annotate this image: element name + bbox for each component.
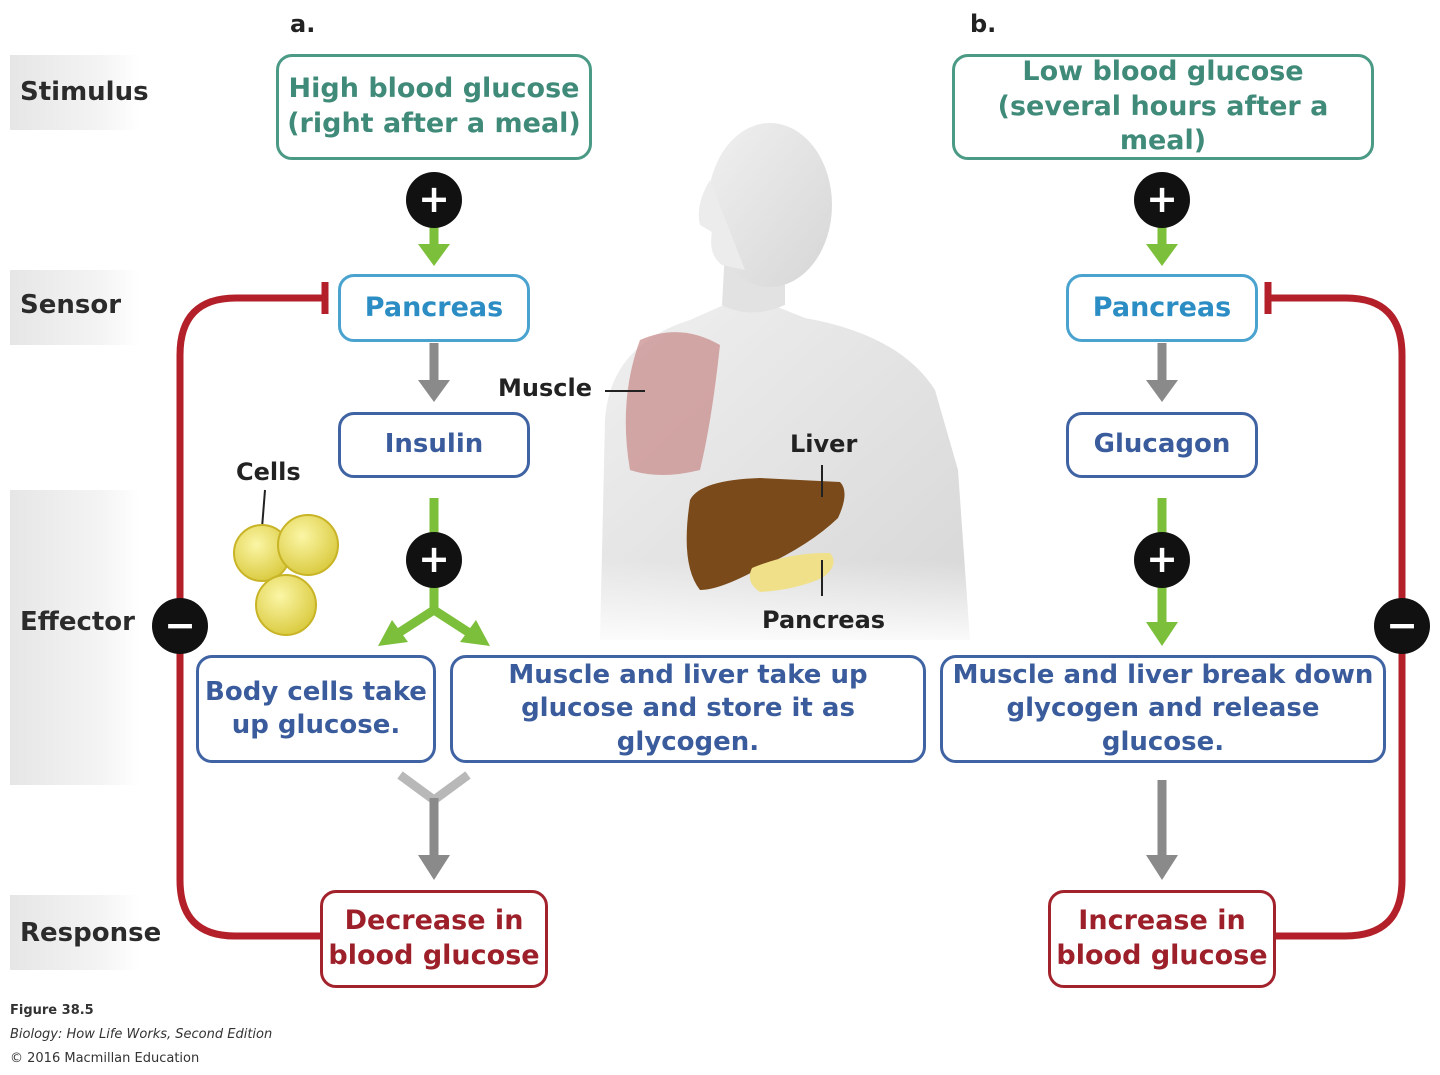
left-stimulus-plus-sign: + bbox=[406, 172, 462, 228]
cell-2 bbox=[277, 514, 339, 576]
left-sensor-text: Pancreas bbox=[364, 291, 504, 323]
response-band bbox=[10, 895, 140, 970]
right-sensor-arrow-head bbox=[1146, 380, 1178, 402]
left-sensor-box: Pancreas bbox=[338, 274, 530, 342]
right-feedback-minus-sign: − bbox=[1374, 598, 1430, 654]
right-effector-box: Muscle and liver break down glycogen and… bbox=[940, 655, 1386, 763]
stimulus-band bbox=[10, 55, 140, 130]
cells-leader bbox=[261, 489, 266, 529]
row-label-stimulus: Stimulus bbox=[20, 77, 149, 107]
human-face bbox=[698, 180, 745, 270]
right-hormone-text: Glucagon bbox=[1093, 429, 1231, 460]
left-merge-arms bbox=[397, 771, 471, 804]
figure-number: Figure 38.5 bbox=[10, 1003, 94, 1018]
left-fork-arms bbox=[397, 606, 471, 636]
left-sensor-arrow-head bbox=[418, 380, 450, 402]
muscle-label: Muscle bbox=[498, 374, 592, 402]
left-feedback-minus-sign: − bbox=[152, 598, 208, 654]
pancreas-label: Pancreas bbox=[762, 606, 886, 634]
panel-a-label: a. bbox=[290, 10, 316, 38]
right-hormone-arrow-head bbox=[1146, 622, 1178, 646]
panel-b-label: b. bbox=[970, 10, 997, 38]
left-fork-head-left bbox=[378, 620, 408, 646]
right-response-text: Increase in blood glucose bbox=[1056, 905, 1268, 971]
human-head bbox=[708, 123, 832, 287]
right-effector-arrow-head bbox=[1146, 855, 1178, 880]
muscle-shoulder bbox=[625, 332, 720, 475]
effector-band bbox=[10, 490, 140, 785]
left-hormone-text: Insulin bbox=[384, 429, 484, 460]
left-hormone-box: Insulin bbox=[338, 412, 530, 478]
left-fork-head-right bbox=[460, 620, 490, 646]
right-sensor-box: Pancreas bbox=[1066, 274, 1258, 342]
human-figure bbox=[590, 123, 980, 650]
right-stimulus-text: Low blood glucose (several hours after a… bbox=[997, 56, 1329, 157]
left-effector-muscle-liver-text: Muscle and liver take up glucose and sto… bbox=[508, 660, 868, 757]
liver-label: Liver bbox=[790, 430, 858, 458]
row-label-response: Response bbox=[20, 918, 162, 948]
cells-label: Cells bbox=[236, 458, 301, 486]
row-label-effector: Effector bbox=[20, 607, 135, 637]
sensor-band bbox=[10, 270, 140, 345]
left-stimulus-text: High blood glucose (right after a meal) bbox=[287, 73, 581, 139]
cells-cluster bbox=[233, 514, 339, 636]
left-effector-cells-box: Body cells take up glucose. bbox=[196, 655, 436, 763]
right-stimulus-box: Low blood glucose (several hours after a… bbox=[952, 54, 1374, 160]
book-credit: Biology: How Life Works, Second Edition bbox=[10, 1027, 273, 1042]
left-effector-muscle-liver-box: Muscle and liver take up glucose and sto… bbox=[450, 655, 926, 763]
right-hormone-box: Glucagon bbox=[1066, 412, 1258, 478]
left-effector-cells-text: Body cells take up glucose. bbox=[205, 676, 427, 740]
right-response-box: Increase in blood glucose bbox=[1048, 890, 1276, 988]
liver-organ bbox=[686, 478, 845, 590]
left-stimulus-box: High blood glucose (right after a meal) bbox=[276, 54, 592, 160]
left-merge-head bbox=[418, 855, 450, 880]
left-response-text: Decrease in blood glucose bbox=[328, 905, 540, 971]
cell-3 bbox=[255, 574, 317, 636]
right-stimulus-plus-sign: + bbox=[1134, 172, 1190, 228]
left-stim-arrow-head bbox=[418, 244, 450, 266]
left-hormone-plus-sign: + bbox=[406, 532, 462, 588]
right-hormone-plus-sign: + bbox=[1134, 532, 1190, 588]
copyright-credit: © 2016 Macmillan Education bbox=[10, 1051, 200, 1066]
right-stim-arrow-head bbox=[1146, 244, 1178, 266]
left-response-box: Decrease in blood glucose bbox=[320, 890, 548, 988]
right-effector-text: Muscle and liver break down glycogen and… bbox=[952, 660, 1374, 757]
row-label-sensor: Sensor bbox=[20, 290, 122, 320]
right-sensor-text: Pancreas bbox=[1092, 291, 1232, 323]
pancreas-organ bbox=[749, 552, 834, 592]
